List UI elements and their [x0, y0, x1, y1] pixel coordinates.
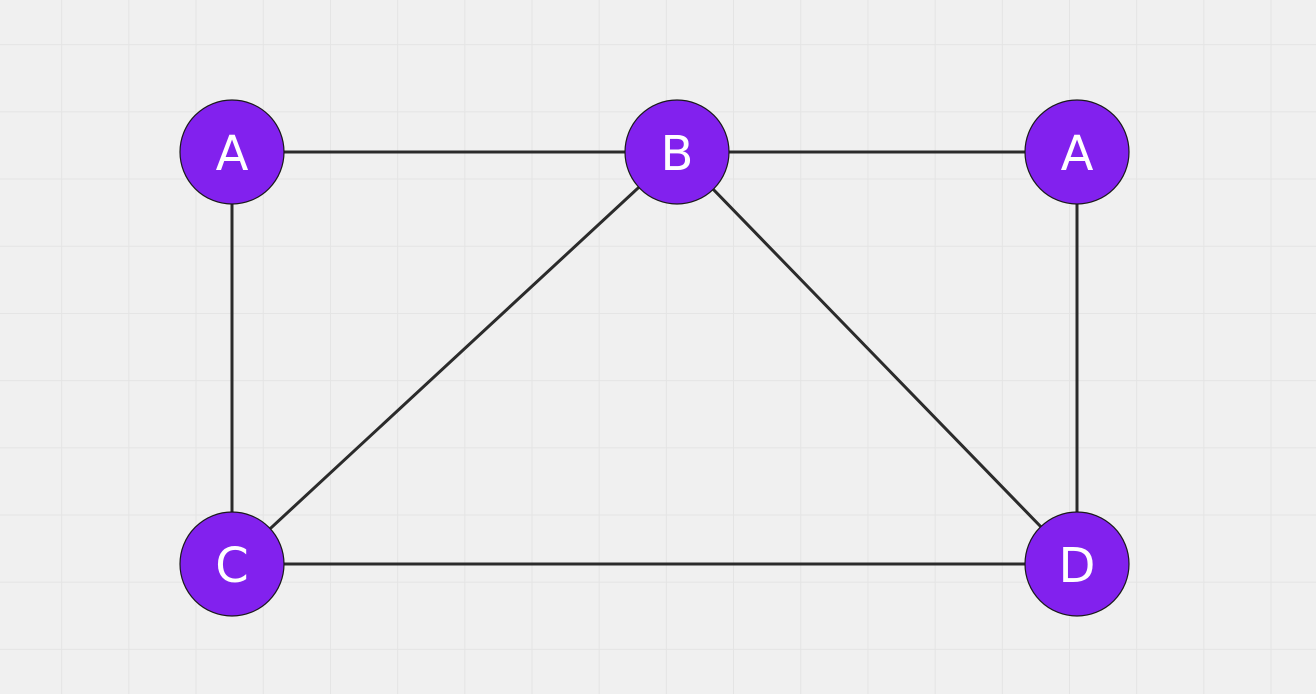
edge-n2-n5[interactable]	[675, 150, 1079, 566]
node-label: A	[216, 126, 249, 182]
node-a-1[interactable]: A	[179, 99, 285, 205]
node-a-3[interactable]: A	[1024, 99, 1130, 205]
edges-layer	[230, 150, 1079, 566]
node-label: B	[661, 126, 694, 182]
node-circle[interactable]	[1024, 99, 1130, 205]
node-label: D	[1059, 538, 1096, 594]
node-d-5[interactable]: D	[1024, 511, 1130, 617]
node-label: A	[1061, 126, 1094, 182]
node-b-2[interactable]: B	[624, 99, 730, 205]
node-c-4[interactable]: C	[179, 511, 285, 617]
node-circle[interactable]	[1024, 511, 1130, 617]
nodes-layer: A B A C D	[179, 99, 1130, 617]
node-circle[interactable]	[179, 99, 285, 205]
node-circle[interactable]	[179, 511, 285, 617]
edge-n2-n4[interactable]	[230, 150, 679, 566]
node-label: C	[215, 538, 249, 594]
node-circle[interactable]	[624, 99, 730, 205]
